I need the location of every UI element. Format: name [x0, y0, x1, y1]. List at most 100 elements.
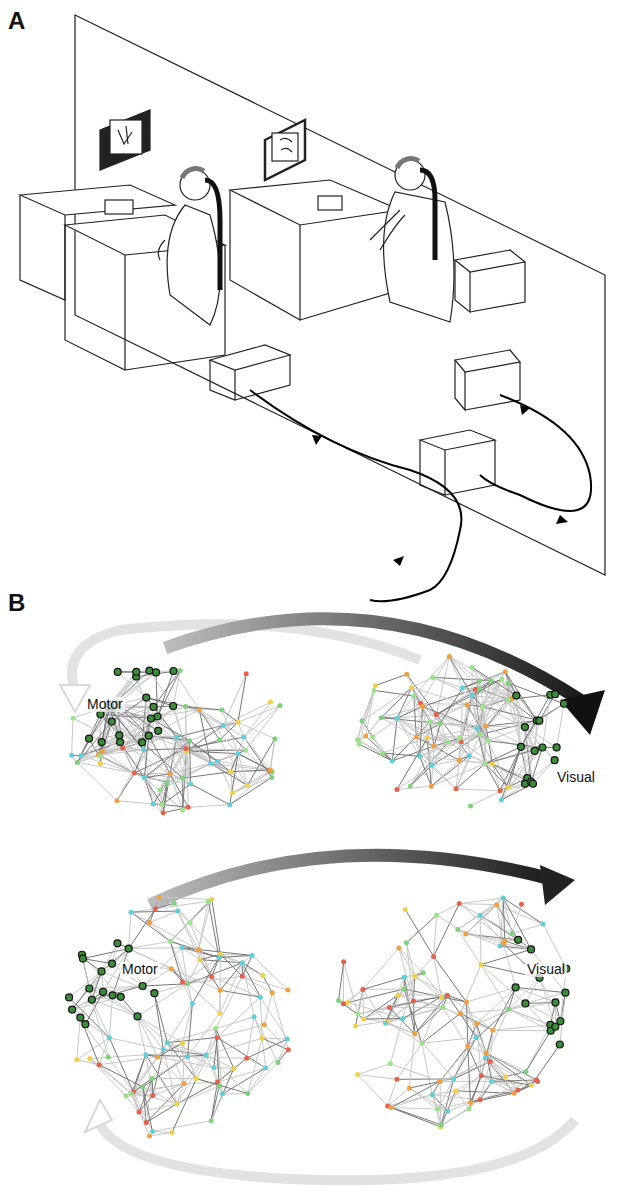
- network-node: [260, 1036, 265, 1041]
- network-node: [244, 671, 249, 676]
- network-node: [488, 1059, 493, 1064]
- network-node: [440, 1005, 445, 1010]
- network-link: [222, 710, 238, 754]
- network-node: [541, 922, 546, 927]
- network-node: [489, 678, 494, 683]
- network-link: [542, 695, 550, 748]
- network-node: [373, 683, 378, 688]
- network-link: [100, 756, 144, 777]
- network-node: [486, 738, 491, 743]
- network-link: [146, 698, 199, 710]
- network-link: [152, 1121, 211, 1132]
- network-node: [217, 955, 222, 960]
- network-node: [197, 707, 202, 712]
- network-link: [459, 904, 480, 916]
- network-link: [244, 737, 272, 777]
- network-link: [375, 674, 406, 685]
- network-node: [439, 994, 444, 999]
- network-link: [149, 671, 173, 706]
- network-node: [489, 1079, 494, 1084]
- network-node: [341, 1001, 346, 1006]
- network-node: [483, 724, 488, 729]
- network-link: [92, 1000, 109, 1057]
- network-link: [109, 1038, 163, 1050]
- network-node: [411, 999, 416, 1004]
- network-node: [227, 802, 232, 807]
- network-link: [152, 1078, 196, 1079]
- network-link: [481, 965, 509, 1009]
- network-link: [467, 1002, 477, 1037]
- network-node: [390, 758, 395, 763]
- network-link: [470, 787, 508, 806]
- network-node: [69, 1006, 76, 1013]
- network-node: [82, 1021, 89, 1028]
- network-node: [98, 761, 103, 766]
- network-link: [102, 943, 118, 971]
- network-node: [490, 761, 495, 766]
- network-link: [143, 1057, 188, 1087]
- network-node: [388, 1105, 393, 1110]
- network-link: [220, 990, 260, 997]
- network-node: [188, 781, 193, 786]
- region-label: Visual: [525, 962, 567, 977]
- network-link: [177, 1086, 219, 1104]
- network-link: [391, 1108, 438, 1109]
- network-node: [468, 1100, 473, 1105]
- network-link: [469, 1081, 492, 1109]
- network-link: [480, 915, 512, 933]
- network-link: [477, 707, 483, 729]
- network-link: [437, 915, 466, 934]
- network-node: [220, 1092, 225, 1097]
- network-node: [186, 805, 191, 810]
- network-link: [117, 750, 144, 801]
- network-node: [483, 1055, 488, 1060]
- network-node: [394, 1077, 399, 1082]
- network-link: [432, 1091, 455, 1095]
- network-link: [456, 789, 500, 791]
- network-node: [484, 1051, 489, 1056]
- network-link: [192, 957, 219, 1003]
- network-node: [109, 992, 116, 999]
- network-link: [81, 756, 135, 773]
- network-node: [143, 694, 150, 701]
- network-node: [285, 988, 290, 993]
- network-node: [208, 761, 213, 766]
- network-node: [86, 735, 93, 742]
- network-link: [199, 710, 238, 754]
- network-link: [167, 748, 186, 782]
- network-node: [336, 998, 341, 1003]
- network-link: [486, 1053, 518, 1090]
- network-node: [552, 1023, 559, 1030]
- network-link: [188, 805, 230, 808]
- network-node: [447, 654, 452, 659]
- network-node: [360, 718, 365, 723]
- network-node: [185, 1054, 190, 1059]
- network-node: [512, 1091, 517, 1096]
- network-link: [509, 1009, 551, 1031]
- network-node: [147, 715, 154, 722]
- network-link: [238, 754, 270, 770]
- network-node: [562, 989, 569, 996]
- network-node: [136, 1110, 141, 1115]
- network-link: [137, 1016, 167, 1042]
- network-link: [490, 1062, 531, 1086]
- network-node: [455, 927, 460, 932]
- network-link: [508, 747, 521, 788]
- network-link: [137, 1016, 157, 1057]
- network-link: [477, 699, 512, 729]
- network-node: [180, 1040, 185, 1045]
- network-node: [97, 1062, 102, 1067]
- network-link: [211, 754, 238, 764]
- network-node: [190, 1001, 195, 1006]
- network-link: [516, 696, 521, 747]
- network-link: [480, 915, 503, 944]
- network-link: [178, 911, 200, 960]
- network-node: [217, 1084, 222, 1089]
- network-node: [372, 688, 377, 693]
- network-node: [483, 761, 488, 766]
- network-node: [181, 1081, 186, 1086]
- network-link: [198, 901, 208, 949]
- network-link: [152, 1131, 171, 1132]
- network-node: [175, 909, 180, 914]
